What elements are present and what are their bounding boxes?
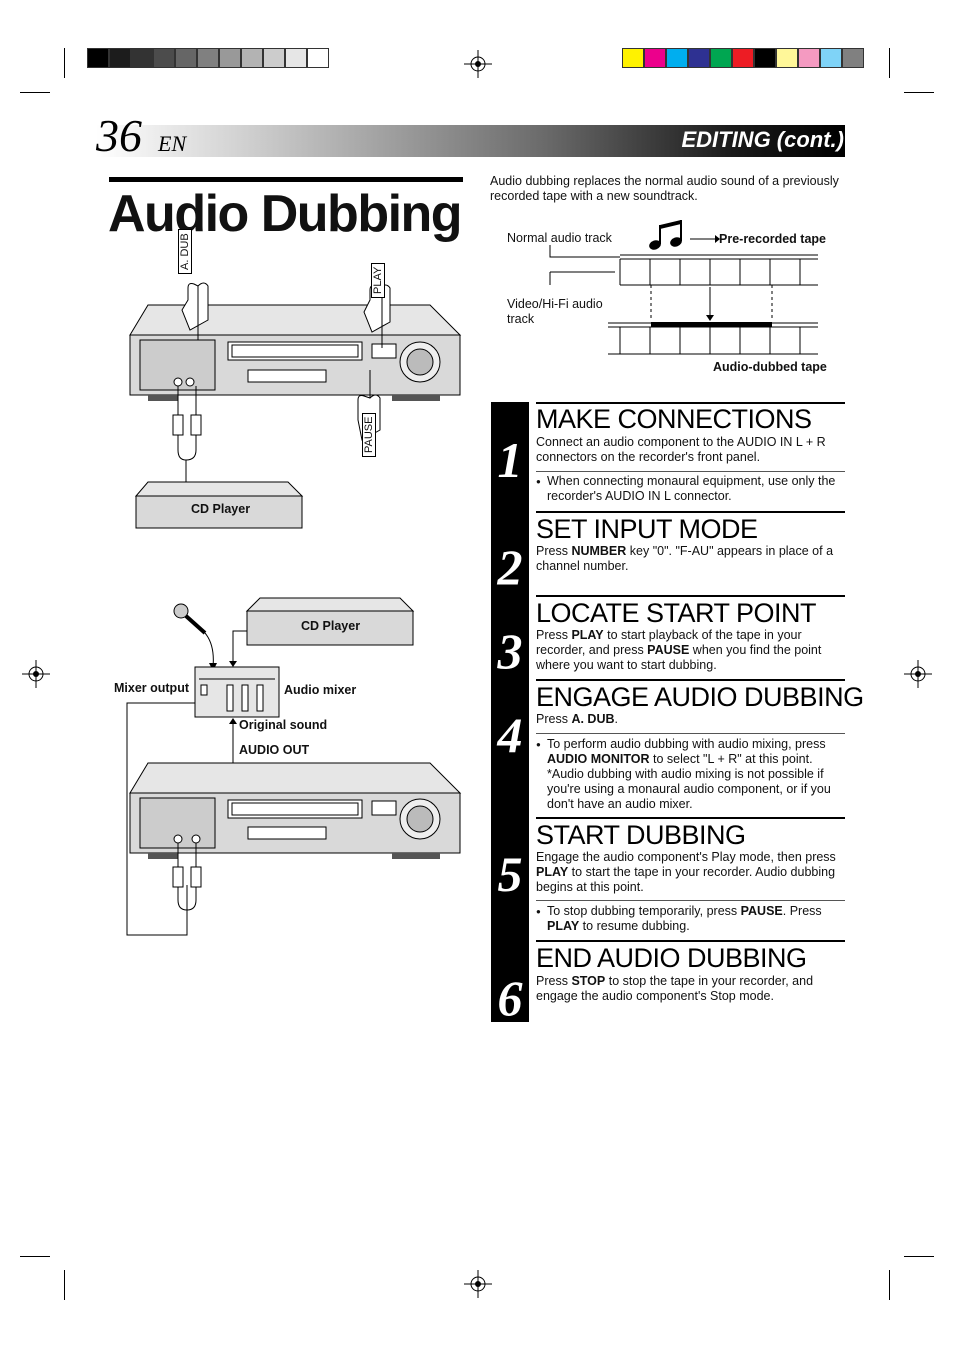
color-swatch: [87, 48, 109, 68]
audio-mixer-icon: [194, 666, 280, 718]
color-swatch: [666, 48, 688, 68]
crop-mark: [20, 92, 50, 93]
color-swatch: [622, 48, 644, 68]
pre-recorded-tape-label: Pre-recorded tape: [719, 232, 826, 246]
normal-audio-track-label: Normal audio track: [507, 231, 612, 245]
divider: [536, 733, 845, 734]
section-title: EDITING (cont.): [681, 127, 844, 152]
step-number: 5: [497, 846, 523, 902]
audio-dubbed-tape-label: Audio-dubbed tape: [713, 360, 827, 374]
video-hifi-track-label: Video/Hi-Fi audio track: [507, 297, 603, 326]
color-swatch: [307, 48, 329, 68]
crop-mark: [889, 48, 890, 78]
step-body: Connect an audio component to the AUDIO …: [536, 435, 826, 464]
crop-mark: [904, 92, 934, 93]
step-note: To stop dubbing temporarily, press PAUSE…: [536, 904, 841, 934]
step-heading: START DUBBING: [536, 820, 746, 850]
step-rule: [536, 817, 845, 819]
color-swatch: [688, 48, 710, 68]
color-swatch: [285, 48, 307, 68]
color-swatch: [241, 48, 263, 68]
crop-mark: [889, 1270, 890, 1300]
step-body: Press A. DUB.: [536, 712, 618, 726]
cd-player-label: CD Player: [301, 619, 361, 633]
hand-icon: [181, 282, 209, 340]
divider: [536, 471, 845, 472]
step-rule: [536, 679, 845, 681]
color-swatch: [754, 48, 776, 68]
color-swatch: [263, 48, 285, 68]
step-body: Press STOP to stop the tape in your reco…: [536, 974, 814, 1003]
step-heading: END AUDIO DUBBING: [536, 943, 807, 973]
step-number: 1: [497, 432, 523, 488]
step-body: Press NUMBER key "0". "F-AU" appears in …: [536, 544, 834, 573]
page-number: 36: [96, 110, 142, 161]
page-language: EN: [158, 131, 187, 156]
page-title: Audio Dubbing: [108, 185, 463, 243]
color-swatch: [175, 48, 197, 68]
step-note: To perform audio dubbing with audio mixi…: [536, 737, 841, 812]
intro-text: Audio dubbing replaces the normal audio …: [490, 174, 839, 203]
step-rule: [536, 402, 845, 404]
connection-illustration-top: [129, 282, 462, 529]
color-swatch: [798, 48, 820, 68]
crop-mark: [64, 48, 65, 78]
cd-player-label: CD Player: [191, 502, 251, 516]
registration-target-icon: [22, 660, 50, 688]
play-label: PLAY: [371, 262, 385, 298]
color-swatch: [153, 48, 175, 68]
step-heading: LOCATE START POINT: [536, 598, 817, 628]
music-notes-icon: [649, 220, 720, 250]
crop-mark: [64, 1270, 65, 1300]
color-swatch: [219, 48, 241, 68]
title-rule: [109, 177, 463, 182]
step-heading: MAKE CONNECTIONS: [536, 404, 812, 434]
color-swatch: [197, 48, 219, 68]
original-sound-label: Original sound: [239, 718, 328, 732]
step-body: Engage the audio component's Play mode, …: [536, 850, 836, 894]
step-body: Press PLAY to start playback of the tape…: [536, 628, 822, 672]
step-note: When connecting monaural equipment, use …: [536, 474, 841, 504]
registration-target-icon: [464, 1270, 492, 1298]
registration-target-icon: [464, 50, 492, 78]
color-swatch: [776, 48, 798, 68]
track-diagram: [549, 220, 818, 355]
microphone-icon: [173, 603, 217, 671]
step-number-bar: [491, 402, 529, 1022]
step-rule: [536, 940, 845, 942]
color-swatch: [644, 48, 666, 68]
mixer-output-label: Mixer output: [114, 681, 189, 695]
connection-illustration-bottom: [126, 597, 462, 936]
color-swatch: [732, 48, 754, 68]
step-number: 6: [497, 970, 523, 1026]
vcr-icon: [129, 304, 462, 401]
cd-player-icon: [245, 597, 415, 646]
step-heading: SET INPUT MODE: [536, 514, 758, 544]
divider: [536, 900, 845, 901]
step-heading: ENGAGE AUDIO DUBBING: [536, 682, 864, 712]
crop-mark: [20, 1256, 50, 1257]
color-swatch: [710, 48, 732, 68]
crop-mark: [904, 1256, 934, 1257]
audio-mixer-label: Audio mixer: [284, 683, 357, 697]
step-rule: [536, 511, 845, 513]
step-rule: [536, 595, 845, 597]
step-number: 3: [497, 623, 523, 679]
color-swatch: [820, 48, 842, 68]
registration-target-icon: [904, 660, 932, 688]
color-swatch: [842, 48, 864, 68]
color-swatch: [109, 48, 131, 68]
cd-player-icon: [134, 481, 304, 529]
pause-label: PAUSE: [362, 412, 376, 457]
step-number: 2: [497, 539, 523, 595]
audio-out-label: AUDIO OUT: [239, 743, 310, 757]
a-dub-label: A. DUB: [178, 229, 192, 274]
vcr-icon: [129, 762, 462, 859]
step-number: 4: [497, 707, 523, 763]
header-band: [96, 125, 845, 157]
color-swatch: [131, 48, 153, 68]
